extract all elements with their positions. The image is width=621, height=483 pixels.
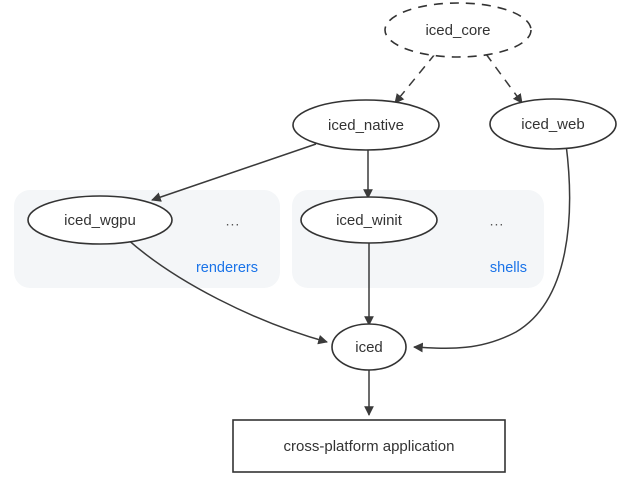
node-iced-native[interactable]: iced_native (292, 99, 440, 151)
node-iced-winit[interactable]: iced_winit (300, 196, 438, 244)
node-iced-core-label: iced_core (425, 22, 490, 39)
cluster-renderers-label: renderers (196, 260, 258, 276)
node-iced[interactable]: iced (331, 323, 407, 371)
node-iced-web-shape[interactable] (489, 98, 617, 150)
node-iced-core[interactable]: iced_core (384, 2, 532, 58)
edge-iced-wgpu-to-iced (125, 237, 328, 345)
node-iced-web[interactable]: iced_web (489, 98, 617, 150)
node-iced-wgpu-label: iced_wgpu (64, 212, 136, 229)
node-application[interactable]: cross-platform application (232, 419, 506, 473)
node-iced-native-label: iced_native (328, 117, 404, 134)
node-iced-label: iced (355, 339, 383, 356)
node-iced-wgpu[interactable]: iced_wgpu (27, 195, 173, 245)
edge-iced-web-to-iced (413, 143, 571, 353)
node-application-label: cross-platform application (284, 438, 455, 455)
node-iced-core-shape[interactable] (384, 2, 532, 58)
node-iced-wgpu-shape[interactable] (27, 195, 173, 245)
node-iced-native-shape[interactable] (292, 99, 440, 151)
node-iced-shape[interactable] (331, 323, 407, 371)
edge-iced-native-to-iced-wgpu (151, 143, 317, 202)
node-iced-winit-label: iced_winit (336, 212, 403, 229)
node-iced-winit-shape[interactable] (300, 196, 438, 244)
cluster-shells-label: shells (490, 260, 527, 276)
shells-ellipsis: ... (490, 213, 505, 229)
edge-iced-core-to-iced-native (394, 53, 436, 104)
renderers-ellipsis: ... (226, 213, 241, 229)
node-application-shape[interactable] (232, 419, 506, 473)
edge-iced-core-to-iced-web (485, 53, 523, 104)
node-iced-web-label: iced_web (521, 116, 584, 133)
